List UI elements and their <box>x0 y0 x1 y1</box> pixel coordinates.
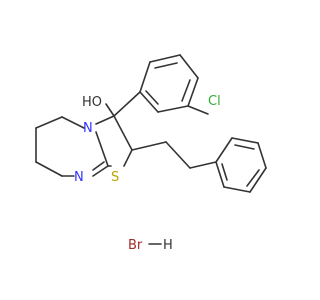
bond-coh-ch <box>113 115 133 151</box>
bond-ph-4 <box>249 167 267 193</box>
bond-nimine-c-double-1 <box>92 165 109 177</box>
bonds <box>35 54 267 245</box>
chlorine-label: Cl <box>208 94 221 109</box>
bond-ph-2 <box>231 137 259 144</box>
bond-ch2a-ch2b <box>35 116 63 129</box>
bond-ph-inner-1 <box>234 144 255 150</box>
bond-ch2-phenyl <box>189 161 217 169</box>
bond-aryl-3 <box>179 54 199 79</box>
bond-aryl-inner-3 <box>145 90 159 105</box>
hydrogen-label: H <box>163 238 173 253</box>
bond-ph-6 <box>215 161 225 188</box>
bond-ch-s <box>123 149 133 167</box>
bond-aryl-cl <box>187 105 209 115</box>
bond-ph-1 <box>215 137 233 163</box>
sulfur-label: S <box>111 170 119 185</box>
bond-c-aryl <box>113 91 141 117</box>
ring-nitrogen-label: N <box>83 121 93 136</box>
bond-aryl-4 <box>187 77 199 107</box>
bond-nimine-c-double-2 <box>92 161 105 171</box>
bond-ch-ch2-1 <box>131 141 167 151</box>
bond-ph-5 <box>223 186 251 193</box>
bromine-label: Br <box>128 238 143 253</box>
molecule-diagram: HO N N S Cl Br H <box>35 54 267 253</box>
bond-aryl-inner-2 <box>181 79 191 102</box>
bond-ph-inner-3 <box>221 163 228 181</box>
bond-c-oh <box>105 103 115 117</box>
bond-ch2-ch2-2 <box>165 141 191 169</box>
bond-c-nring <box>95 131 109 167</box>
bond-aryl-2 <box>149 54 181 63</box>
bond-aryl-1 <box>139 61 151 93</box>
bond-ph-3 <box>257 142 267 169</box>
bond-aryl-5 <box>157 105 189 113</box>
bond-aryl-6 <box>139 91 159 113</box>
bond-aryl-inner-1 <box>154 62 178 69</box>
hydroxyl-label: HO <box>82 95 102 110</box>
imine-nitrogen-label: N <box>74 170 84 185</box>
bond-ch2c-ch2d <box>35 161 63 177</box>
bond-nring-coh <box>95 115 115 125</box>
bond-n-ch2a <box>61 116 85 129</box>
bond-ph-inner-2 <box>246 169 260 187</box>
